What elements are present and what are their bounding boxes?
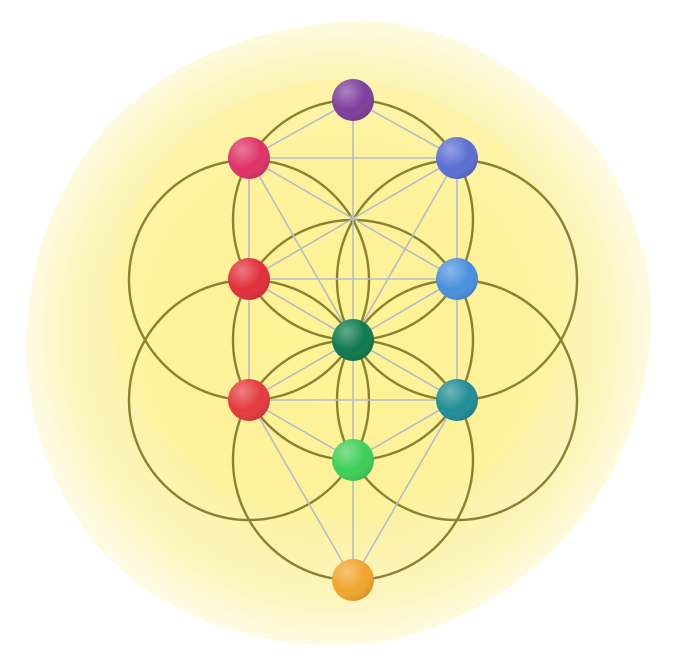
orange-node-shading <box>332 559 374 601</box>
green-node-shading <box>332 439 374 481</box>
indigo-node-shading <box>436 137 478 179</box>
red-node-upper-shading <box>228 258 270 300</box>
red-node-lower-shading <box>228 379 270 421</box>
pink-node-shading <box>228 137 270 179</box>
purple-node-shading <box>332 79 374 121</box>
red-node-lower <box>228 379 270 421</box>
dark-green-node-shading <box>332 319 374 361</box>
pink-node <box>228 137 270 179</box>
dark-green-node <box>332 319 374 361</box>
teal-node <box>436 379 478 421</box>
purple-node <box>332 79 374 121</box>
green-node <box>332 439 374 481</box>
orange-node <box>332 559 374 601</box>
teal-node-shading <box>436 379 478 421</box>
sky-blue-node <box>436 258 478 300</box>
indigo-node <box>436 137 478 179</box>
sky-blue-node-shading <box>436 258 478 300</box>
red-node-upper <box>228 258 270 300</box>
